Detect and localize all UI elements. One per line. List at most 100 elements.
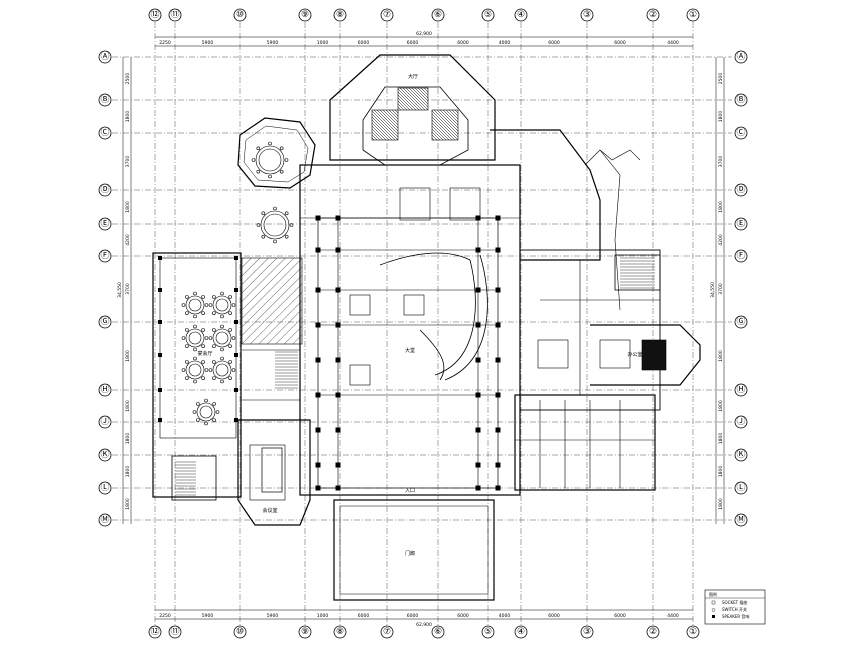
dim-bottom: 4000 — [499, 613, 511, 619]
axis-bubble-bottom: ⑦ — [380, 625, 394, 639]
svg-text:②: ② — [649, 10, 657, 20]
axis-bubble-top: ① — [686, 8, 700, 22]
svg-text:⑫: ⑫ — [150, 626, 159, 637]
svg-text:Ⓗ: Ⓗ — [736, 384, 745, 395]
svg-text:⑩: ⑩ — [236, 10, 244, 20]
dim-bottom: 5900 — [202, 613, 214, 619]
axis-bubble-right: Ⓙ — [734, 415, 748, 429]
axis-bubble-bottom: ⑧ — [333, 625, 347, 639]
dim-right: 2500 — [718, 73, 724, 85]
dim-top: 6000 — [407, 40, 419, 46]
svg-text:Ⓕ: Ⓕ — [736, 250, 745, 261]
axis-bubble-top: ⑪ — [168, 8, 182, 22]
svg-text:Ⓑ: Ⓑ — [736, 94, 745, 105]
axis-bubble-top: ⑦ — [380, 8, 394, 22]
dim-bottom: 2250 — [159, 613, 171, 619]
dimension-lines — [122, 36, 725, 620]
svg-text:Ⓑ: Ⓑ — [100, 94, 109, 105]
dim-right: 1800 — [718, 498, 724, 510]
axis-bubble-left: Ⓖ — [98, 315, 112, 329]
svg-text:⑨: ⑨ — [301, 10, 309, 20]
svg-text:Ⓔ: Ⓔ — [100, 218, 109, 229]
axis-bubble-right: Ⓗ — [734, 383, 748, 397]
axis-bubble-right: Ⓛ — [734, 481, 748, 495]
dim-left: 2500 — [125, 73, 131, 85]
svg-text:Ⓚ: Ⓚ — [100, 449, 109, 460]
dim-right: 3700 — [718, 156, 724, 168]
axis-bubble-right: Ⓒ — [734, 126, 748, 140]
dim-left: 1800 — [125, 466, 131, 478]
dim-top: 6000 — [358, 40, 370, 46]
svg-text:⑤: ⑤ — [484, 627, 492, 637]
meeting-table — [261, 447, 283, 493]
dim-right: 1800 — [718, 111, 724, 123]
axis-bubble-top: ④ — [514, 8, 528, 22]
axis-bubble-right: Ⓓ — [734, 183, 748, 197]
axis-bubble-top: ③ — [580, 8, 594, 22]
banquet-tables — [181, 141, 294, 426]
dim-top: 4400 — [667, 40, 679, 46]
axis-bubble-left: Ⓜ — [98, 513, 112, 527]
svg-text:Ⓖ: Ⓖ — [100, 316, 109, 327]
spiral-staircase — [379, 252, 488, 381]
svg-text:Ⓔ: Ⓔ — [736, 218, 745, 229]
axis-bubble-left: Ⓛ — [98, 481, 112, 495]
svg-text:Ⓙ: Ⓙ — [100, 416, 109, 427]
dim-top: 5900 — [202, 40, 214, 46]
axis-bubble-left: Ⓓ — [98, 183, 112, 197]
dim-top: 6000 — [457, 40, 469, 46]
dim-top: 6000 — [614, 40, 626, 46]
label-banquet: 宴会厅 — [197, 350, 212, 357]
axis-bubble-bottom: ⑫ — [148, 625, 162, 639]
dim-right: 1800 — [718, 350, 724, 362]
dim-right: 1800 — [718, 466, 724, 478]
svg-text:④: ④ — [517, 10, 525, 20]
dim-top-total: 62,900 — [416, 31, 432, 37]
svg-text:Ⓜ: Ⓜ — [100, 514, 109, 525]
axis-bubble-bottom: ⑤ — [481, 625, 495, 639]
svg-text:⑧: ⑧ — [336, 627, 344, 637]
dim-right: 1800 — [718, 201, 724, 213]
dim-left: 1800 — [125, 400, 131, 412]
svg-text:⑥: ⑥ — [434, 10, 442, 20]
site-boundary — [584, 149, 641, 311]
dim-left: 1800 — [125, 111, 131, 123]
dim-left: 4200 — [125, 234, 131, 246]
svg-text:Ⓛ: Ⓛ — [736, 482, 745, 493]
stair-treads — [175, 257, 655, 496]
dim-top: 2250 — [159, 40, 171, 46]
svg-text:①: ① — [689, 10, 697, 20]
axis-bubble-top: ⑫ — [148, 8, 162, 22]
axis-bubble-left: Ⓔ — [98, 217, 112, 231]
svg-text:②: ② — [649, 627, 657, 637]
dim-left: 1800 — [125, 498, 131, 510]
dim-top: 4000 — [499, 40, 511, 46]
axis-bubble-right: Ⓕ — [734, 249, 748, 263]
dim-bottom: 6000 — [457, 613, 469, 619]
svg-text:③: ③ — [583, 627, 591, 637]
svg-text:④: ④ — [517, 627, 525, 637]
axis-bubble-top: ⑤ — [481, 8, 495, 22]
dim-bottom: 5900 — [267, 613, 279, 619]
svg-text:Ⓓ: Ⓓ — [100, 184, 109, 195]
axis-bubble-right: Ⓐ — [734, 50, 748, 64]
axis-bubble-right: Ⓖ — [734, 315, 748, 329]
dim-top: 1000 — [317, 40, 329, 46]
svg-text:③: ③ — [583, 10, 591, 20]
dim-bottom: 6000 — [548, 613, 560, 619]
svg-text:⑧: ⑧ — [336, 10, 344, 20]
svg-text:⑥: ⑥ — [434, 627, 442, 637]
structural-columns — [158, 215, 501, 491]
dim-bottom-total: 62,900 — [416, 622, 432, 628]
axis-bubble-bottom: ⑩ — [233, 625, 247, 639]
svg-text:⑫: ⑫ — [150, 9, 159, 20]
axis-bubble-bottom: ② — [646, 625, 660, 639]
axis-bubble-left: Ⓑ — [98, 93, 112, 107]
dim-bottom: 6000 — [407, 613, 419, 619]
dimension-texts: 2250225059005900590059001000100060006000… — [117, 31, 724, 628]
dim-top: 6000 — [548, 40, 560, 46]
axis-bubble-left: Ⓒ — [98, 126, 112, 140]
label-entrance: 入口 — [405, 488, 415, 494]
